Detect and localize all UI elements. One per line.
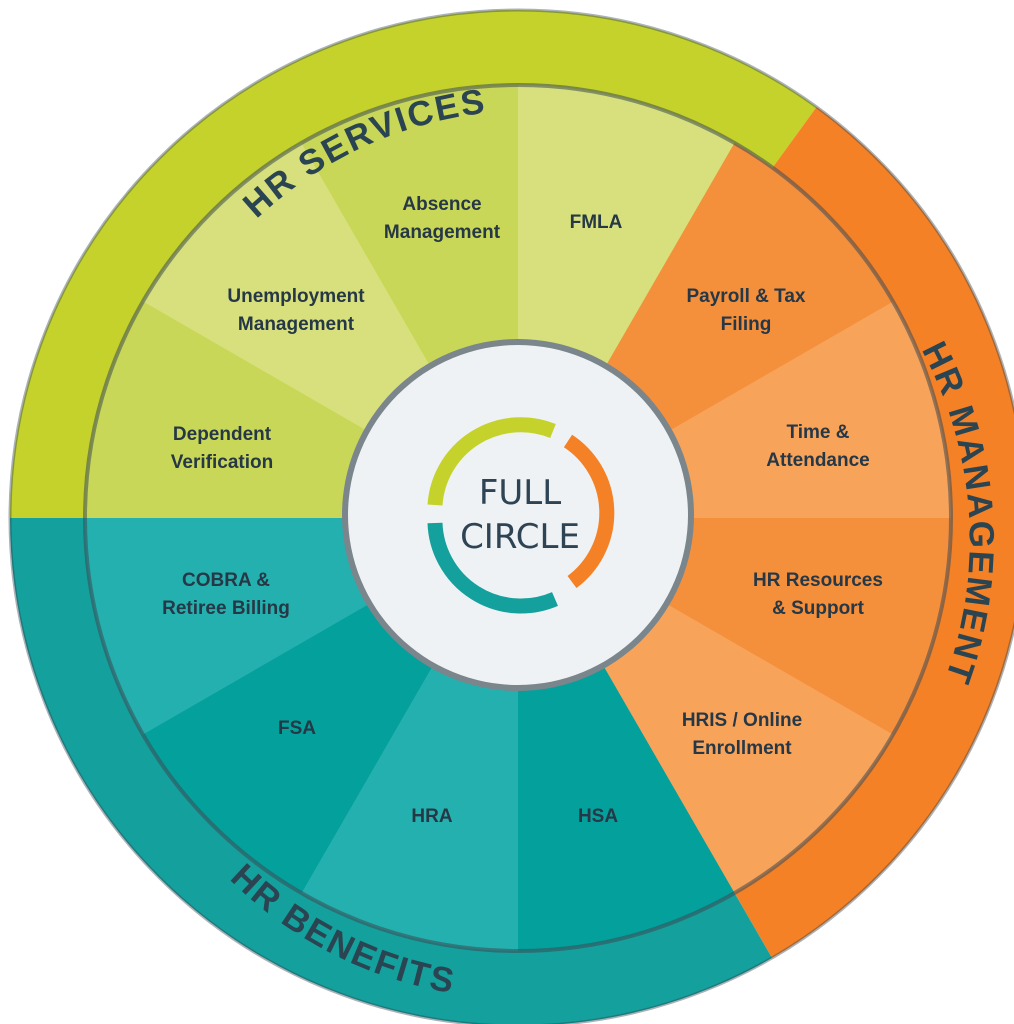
segment-label-cobra-retiree-billing: COBRA &Retiree Billing — [162, 570, 290, 619]
segment-label-hra: HRA — [411, 806, 452, 827]
segment-label-fsa: FSA — [278, 718, 316, 739]
center-logo-arc-orange — [563, 434, 615, 589]
center-hub: FULL CIRCLE — [342, 339, 694, 691]
center-logo-arc-green — [427, 417, 556, 506]
segment-label-time-attendance: Time &Attendance — [766, 422, 869, 471]
inner-ring-divider — [83, 83, 953, 953]
outer-ring-edge — [8, 8, 1014, 1024]
center-title-line2: CIRCLE — [460, 517, 580, 557]
segment-label-hsa: HSA — [578, 806, 618, 827]
segment-label-hr-resources-support: HR Resources& Support — [753, 570, 883, 619]
center-hub-face — [348, 345, 688, 685]
segment-label-fmla: FMLA — [570, 212, 623, 233]
center-logo-arc-teal — [427, 522, 558, 614]
center-title-line1: FULL — [479, 473, 561, 513]
